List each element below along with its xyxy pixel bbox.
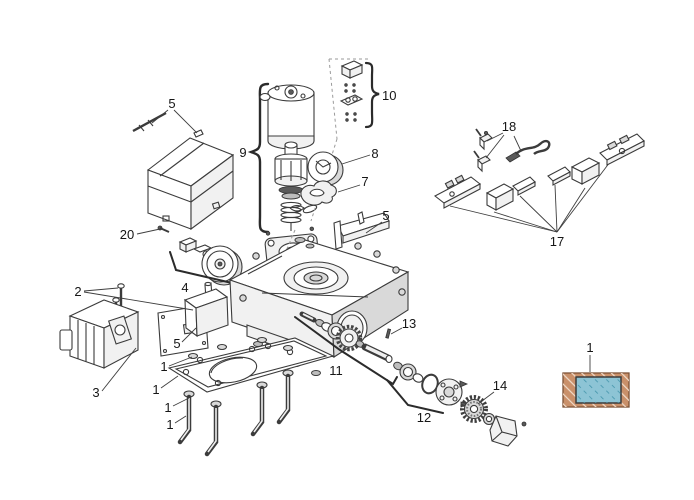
limit-bracket-kit-part	[310, 58, 380, 222]
drive-wheel-part	[307, 151, 344, 186]
pinion-gear-part	[459, 380, 527, 447]
callout-bearing-kit: 12	[417, 410, 431, 425]
callout-limit-bracket-kit: 10	[382, 88, 396, 103]
callout-nut: 1	[160, 359, 167, 374]
callout-pinion-gear: 14	[493, 378, 507, 393]
callout-housing-cover: 5	[168, 96, 175, 111]
callout-foundation-plate: 1	[586, 340, 593, 355]
base-plate-assembly-part	[167, 336, 335, 457]
callout-nut-lower: 1	[164, 400, 171, 415]
bearing-kit-part	[386, 361, 463, 414]
side-block-part	[183, 281, 229, 338]
worm-shaft-assembly-part	[294, 311, 398, 386]
callout-anchor-bolt: 1	[166, 417, 173, 432]
callout-release-fork: 7	[361, 174, 368, 189]
housing-cover-part	[132, 111, 235, 231]
callout-release-pulley: 4	[181, 280, 188, 295]
control-boards-part	[433, 133, 645, 233]
callout-motor-assembly: 9	[239, 145, 246, 160]
callout-side-block: 5	[173, 336, 180, 351]
microswitch-kit-part	[473, 128, 551, 173]
support-rail-part	[333, 211, 390, 250]
callouts: 5 9 10 8 7 5 20 4 2 3 5 1 1 1 1 11 13 12…	[74, 88, 593, 432]
callout-fixing-bolts: 2	[74, 284, 81, 299]
callout-support-rail: 5	[382, 208, 389, 223]
callout-base-plate: 1	[152, 382, 159, 397]
release-fork-part	[289, 180, 337, 212]
foundation-plate-part	[562, 372, 630, 408]
callout-drive-wheel: 8	[371, 146, 378, 161]
callout-screw: 20	[120, 227, 134, 242]
callout-transformer: 3	[92, 385, 99, 400]
release-pulley-assembly-part	[169, 237, 243, 286]
gearbox-housing-part	[228, 237, 410, 376]
screw-part	[157, 225, 170, 233]
transformer-part	[59, 299, 209, 369]
callout-pin: 13	[402, 316, 416, 331]
callout-microswitch-kit: 18	[502, 119, 516, 134]
callout-worm-shaft: 11	[329, 363, 343, 378]
callout-control-boards: 17	[550, 234, 564, 249]
